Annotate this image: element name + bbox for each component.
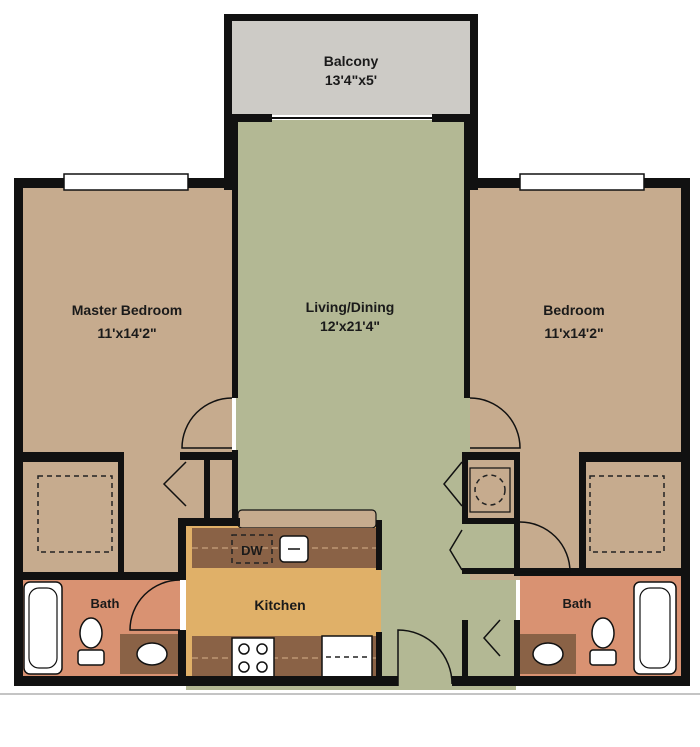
living-dining-dims: 12'x21'4" bbox=[320, 318, 380, 334]
linen-closet bbox=[464, 522, 516, 572]
bedroom-closet bbox=[583, 462, 683, 574]
window-bedroom bbox=[519, 173, 645, 191]
bathtub-right bbox=[633, 581, 677, 675]
toilet-bowl-left bbox=[79, 617, 103, 649]
bedroom-label: Bedroom bbox=[543, 302, 604, 318]
toilet-tank-left bbox=[77, 649, 105, 666]
bathtub-left bbox=[23, 581, 63, 675]
bedroom-dims: 11'x14'2" bbox=[544, 325, 603, 341]
toilet-tank-right bbox=[589, 649, 617, 666]
balcony-floor bbox=[231, 20, 473, 115]
kitchen-label: Kitchen bbox=[254, 597, 305, 613]
window-master bbox=[63, 173, 189, 191]
master-closet-shelf-outline bbox=[37, 475, 113, 553]
burner-4 bbox=[256, 661, 268, 673]
master-bedroom-dims: 11'x14'2" bbox=[97, 325, 156, 341]
doors bbox=[129, 397, 571, 686]
burner-3 bbox=[238, 661, 250, 673]
burner-1 bbox=[238, 643, 250, 655]
cooktop bbox=[231, 637, 275, 679]
bath-left-label: Bath bbox=[91, 596, 120, 611]
sink-right bbox=[532, 642, 564, 666]
bathtub-left-inner bbox=[28, 587, 58, 669]
bath-right-label: Bath bbox=[563, 596, 592, 611]
balcony-label: Balcony bbox=[324, 53, 379, 69]
master-bedroom-label: Master Bedroom bbox=[72, 302, 182, 318]
balcony-dims: 13'4"x5' bbox=[325, 72, 377, 88]
living-dining-label: Living/Dining bbox=[306, 299, 395, 315]
washer-drum bbox=[474, 474, 506, 506]
master-closet bbox=[22, 462, 122, 574]
bedroom-closet-shelf-outline bbox=[589, 475, 665, 553]
washer bbox=[469, 467, 511, 513]
dishwasher-label: DW bbox=[241, 543, 263, 558]
kitchen-upper-counter bbox=[237, 509, 377, 529]
bathtub-right-inner bbox=[639, 587, 671, 669]
toilet-bowl-right bbox=[591, 617, 615, 649]
laundry-closet bbox=[464, 462, 516, 518]
sink-left bbox=[136, 642, 168, 666]
burner-2 bbox=[256, 643, 268, 655]
dishwasher-outline bbox=[231, 534, 273, 564]
